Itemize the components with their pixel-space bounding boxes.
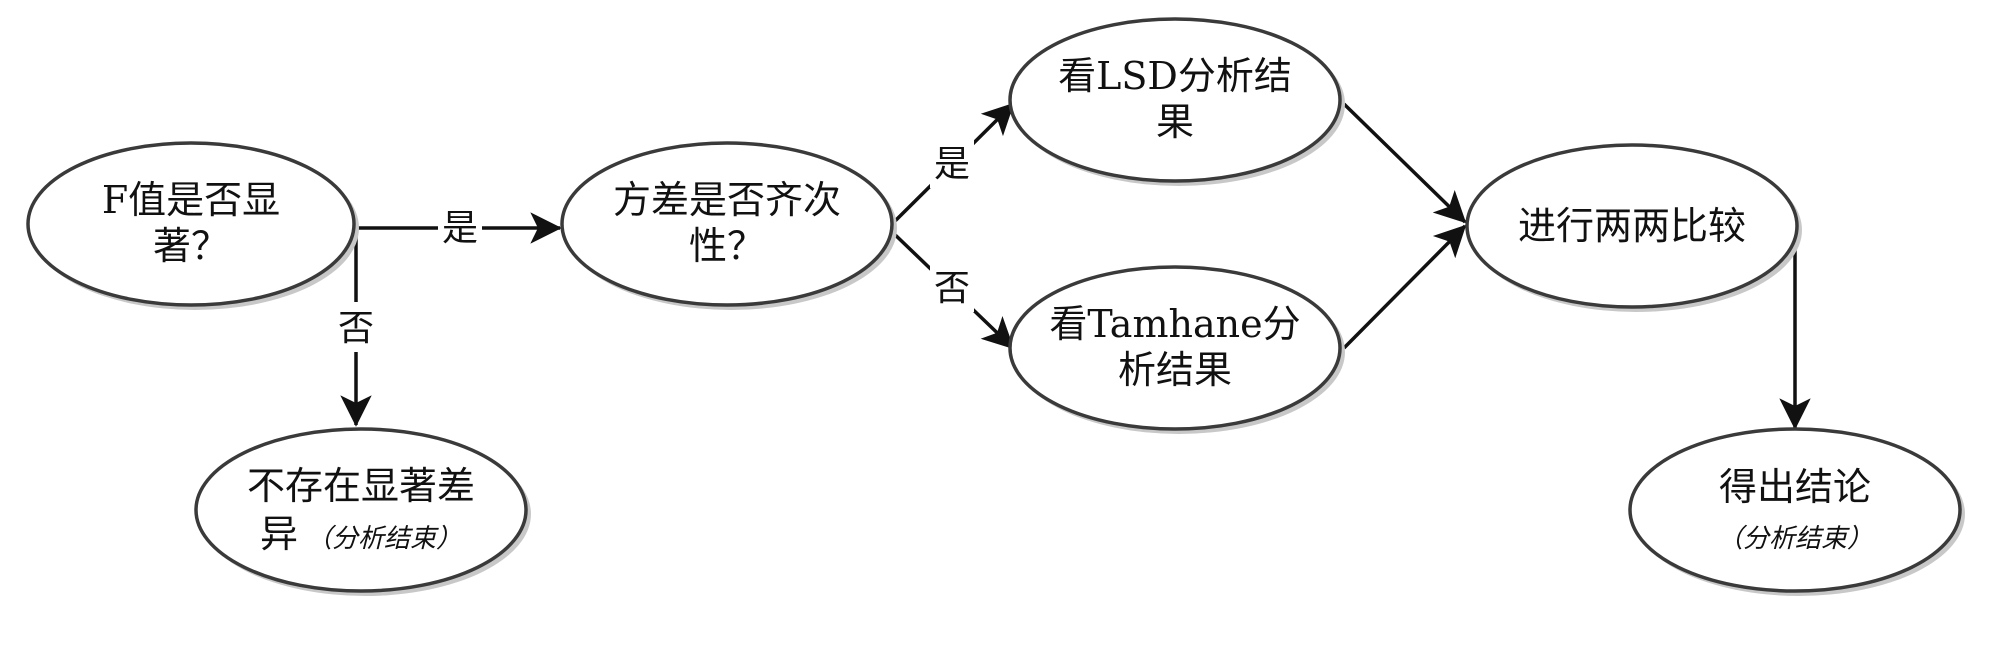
node-tamhane-line-2: 析结果 — [1118, 348, 1232, 392]
node-lsd: 看LSD分析结 果 — [1008, 17, 1345, 186]
node-conclusion: 得出结论 （分析结束） — [1628, 427, 1965, 596]
node-pairwise: 进行两两比较 — [1465, 143, 1802, 312]
node-no-difference-line-1: 不存在显著差 — [247, 464, 475, 508]
node-lsd-line-1: 看LSD分析结 — [1058, 54, 1292, 98]
svg-text:否: 否 — [338, 308, 374, 349]
node-no-difference-line-2: 异 （分析结束） — [260, 512, 462, 556]
edge-lsd-to-pairwise — [1342, 102, 1467, 224]
edge-label-f-yes: 是 — [438, 202, 482, 252]
node-no-difference-line-2-text: 异 — [260, 512, 298, 556]
svg-text:是: 是 — [442, 208, 478, 249]
node-f-significant-line-2: 著？ — [153, 224, 229, 268]
node-no-difference-note: （分析结束） — [306, 524, 462, 554]
node-f-significant-line-1: F值是否显 — [102, 178, 280, 222]
node-f-significant: F值是否显 著？ — [26, 141, 359, 310]
node-lsd-line-2: 果 — [1156, 100, 1194, 144]
edge-tamhane-to-pairwise — [1342, 224, 1467, 350]
node-pairwise-line-1: 进行两两比较 — [1518, 204, 1746, 248]
node-homogeneity-line-2: 性？ — [689, 224, 765, 268]
edge-label-homo-no: 否 — [930, 262, 974, 312]
edge-label-f-no: 否 — [334, 302, 378, 352]
node-homogeneity: 方差是否齐次 性？ — [560, 141, 897, 310]
node-tamhane: 看Tamhane分 析结果 — [1008, 265, 1345, 434]
node-conclusion-note: （分析结束） — [1717, 524, 1873, 554]
edge-label-homo-yes: 是 — [930, 138, 974, 188]
svg-text:是: 是 — [934, 144, 970, 185]
node-no-difference: 不存在显著差 异 （分析结束） — [194, 427, 531, 596]
svg-text:否: 否 — [934, 268, 970, 309]
node-conclusion-line-1: 得出结论 — [1719, 465, 1871, 509]
node-tamhane-line-1: 看Tamhane分 — [1049, 302, 1300, 346]
node-homogeneity-line-1: 方差是否齐次 — [613, 178, 841, 222]
